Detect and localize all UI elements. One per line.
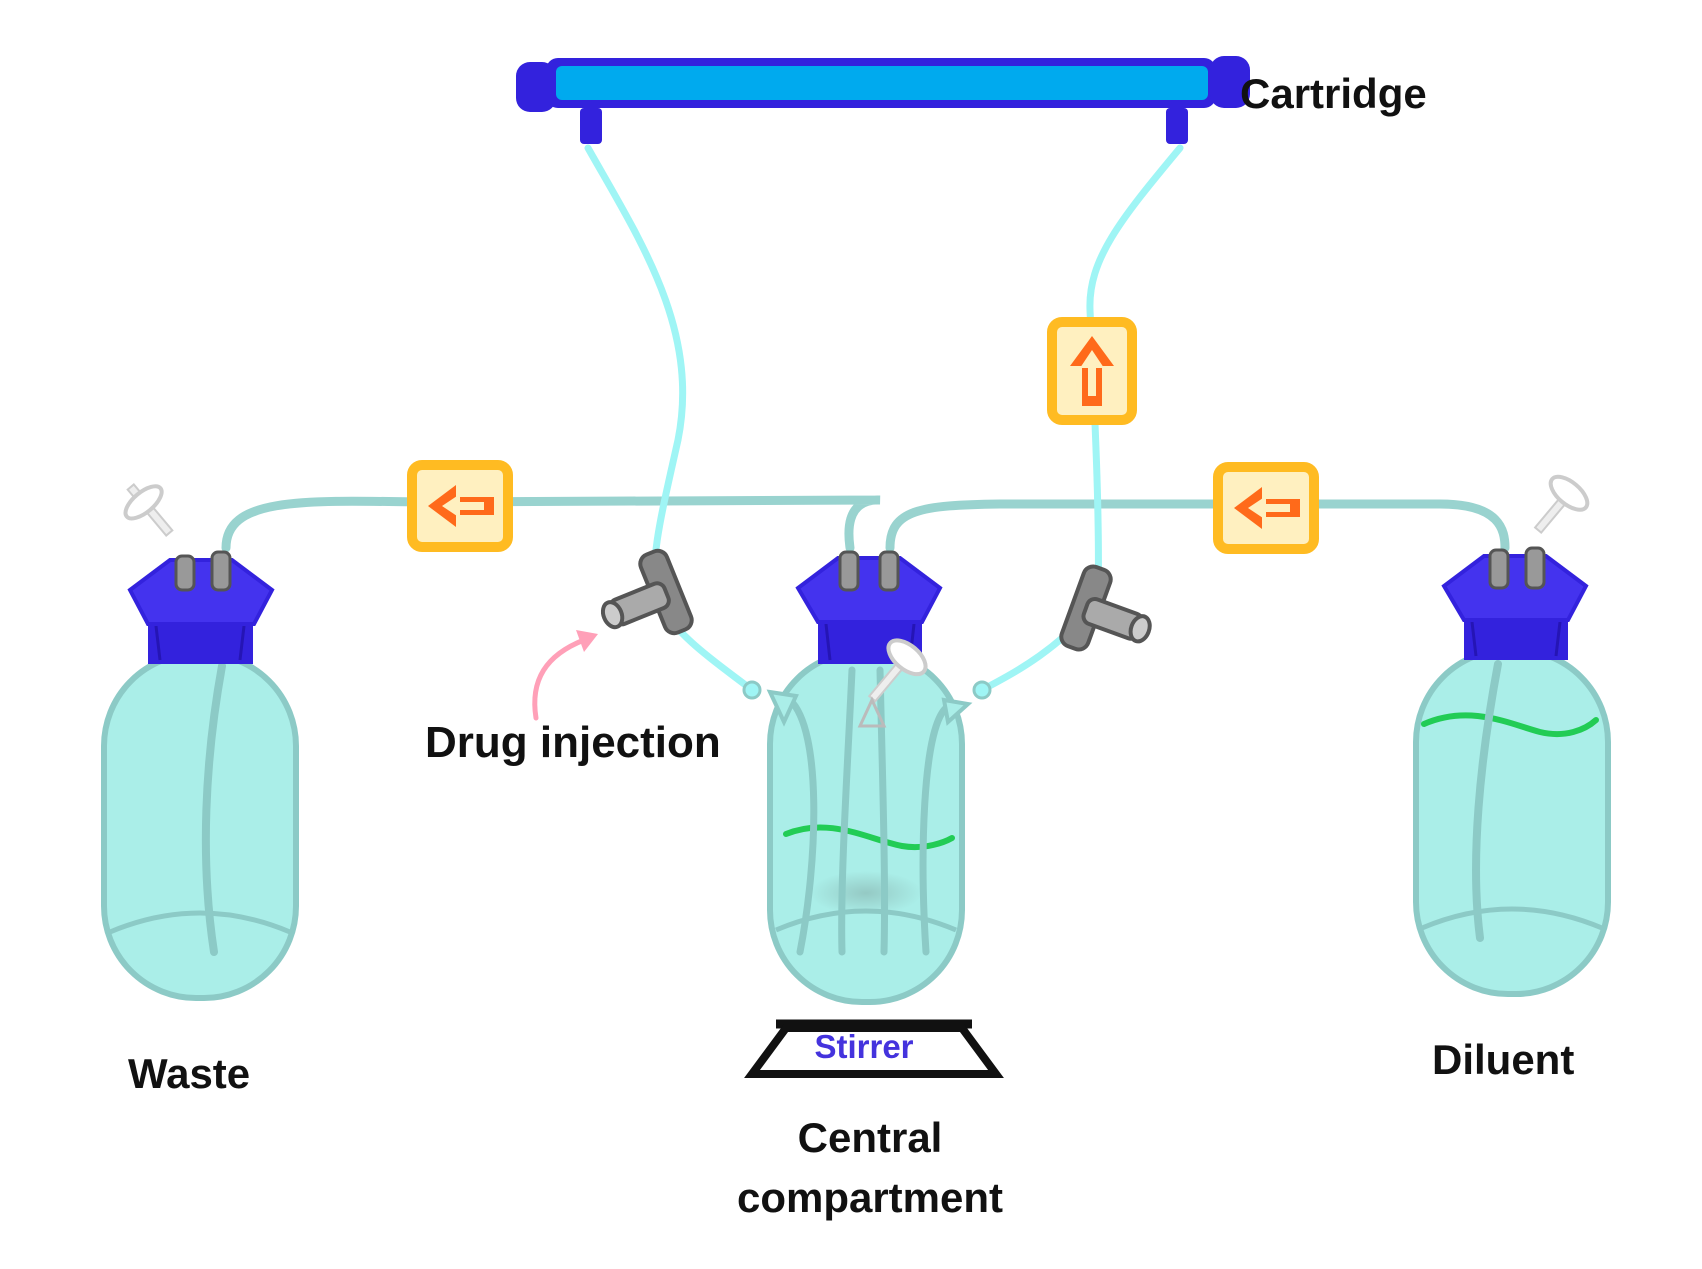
vent-filter-icon <box>1533 474 1590 535</box>
central-compartment-bottle <box>742 550 992 1005</box>
diluent-label: Diluent <box>1432 1036 1575 1083</box>
pump-arrow-icon <box>1213 462 1319 554</box>
stopcock-valve-icon <box>1059 564 1152 652</box>
pump-arrow-icon <box>1047 317 1137 425</box>
waste-label: Waste <box>128 1050 251 1097</box>
vent-filter-icon <box>867 638 928 703</box>
tube-cartridge-right <box>978 144 1184 694</box>
vent-filter-icon <box>123 483 174 537</box>
central-label-line1: Central <box>797 1114 943 1161</box>
tube-diluent-to-central <box>885 499 1510 553</box>
central-label-line2: compartment <box>736 1174 1004 1221</box>
stopcock-valve-icon <box>600 548 694 636</box>
drug-injection-label: Drug injection <box>425 718 721 767</box>
waste-bottle <box>101 550 299 1001</box>
tube-cartridge-left <box>584 144 756 694</box>
pump-arrow-icon <box>407 460 513 552</box>
stirrer-label: Stirrer <box>814 1028 914 1065</box>
diluent-fluid-level <box>1421 712 1599 738</box>
cartridge <box>516 56 1250 144</box>
central-compartment-label: Central compartment <box>700 1108 1040 1228</box>
cartridge-label: Cartridge <box>1240 70 1427 117</box>
stirrer-plate <box>744 1019 1004 1078</box>
tube-central-to-waste <box>221 495 881 553</box>
central-fluid-level <box>783 824 955 850</box>
curved-arrow-icon <box>532 630 598 721</box>
diluent-bottle <box>1413 546 1611 997</box>
